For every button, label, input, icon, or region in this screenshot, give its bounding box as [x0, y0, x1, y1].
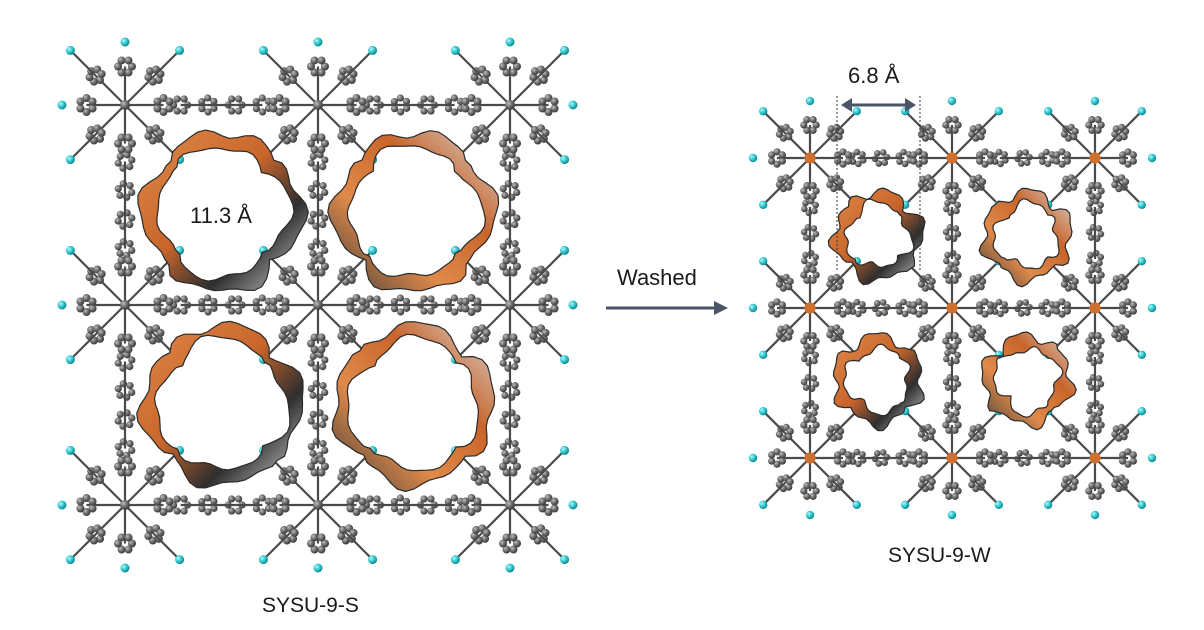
- caption-sysu-9-s: SYSU-9-S: [262, 594, 359, 617]
- pore-diameter-washed: 6.8 Å: [848, 63, 900, 88]
- transition-label: Washed: [617, 265, 697, 290]
- framework-sysu-9-w: [748, 96, 1157, 520]
- pore-diameter-swollen: 11.3 Å: [190, 203, 252, 228]
- caption-sysu-9-w: SYSU-9-W: [888, 544, 991, 567]
- washed-arrow: [606, 301, 728, 315]
- framework-sysu-9-s: [57, 37, 578, 573]
- pore-width-marker: [836, 96, 921, 272]
